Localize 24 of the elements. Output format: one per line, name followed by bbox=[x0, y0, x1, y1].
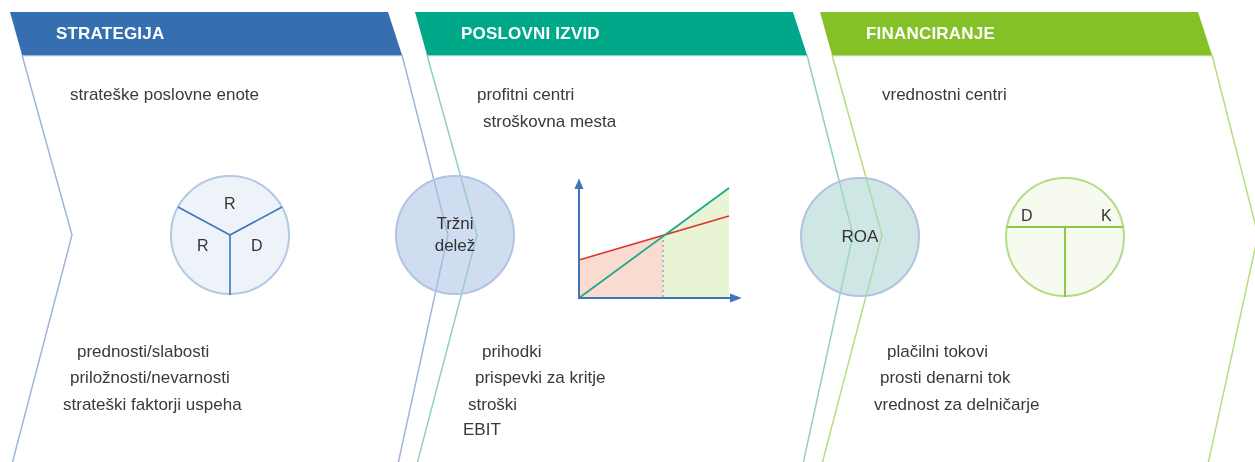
panel-text: plačilni tokovi bbox=[887, 341, 989, 363]
sector-letter: R bbox=[197, 237, 209, 255]
circle-label: ROA bbox=[840, 226, 880, 248]
sector-letter: R bbox=[224, 195, 236, 213]
panel-text: strateške poslovne enote bbox=[70, 84, 259, 106]
panel-text: prosti denarni tok bbox=[880, 367, 1011, 389]
circle-label: Tržni delež bbox=[433, 213, 477, 257]
panel-text: vrednostni centri bbox=[882, 84, 1007, 106]
sector-letter: D bbox=[1021, 207, 1033, 225]
panel-text: strateški faktorji uspeha bbox=[63, 394, 242, 416]
panel-text: prihodki bbox=[482, 341, 542, 363]
stage-header: POSLOVNI IZVID bbox=[415, 12, 807, 55]
sector-letter: K bbox=[1101, 207, 1112, 225]
sector-letter: D bbox=[251, 237, 263, 255]
panel-text: EBIT bbox=[463, 419, 501, 441]
stage-header: STRATEGIJA bbox=[10, 12, 402, 55]
panel-text: prispevki za kritje bbox=[475, 367, 606, 389]
panel-text: profitni centri bbox=[477, 84, 575, 106]
panel-text: prednosti/slabosti bbox=[77, 341, 210, 363]
panel-text: priložnosti/nevarnosti bbox=[70, 367, 230, 389]
panel-text: vrednost za delničarje bbox=[874, 394, 1040, 416]
panel-text: stroškovna mesta bbox=[483, 111, 617, 133]
panel-text: stroški bbox=[468, 394, 518, 416]
stage-header: FINANCIRANJE bbox=[820, 12, 1212, 55]
